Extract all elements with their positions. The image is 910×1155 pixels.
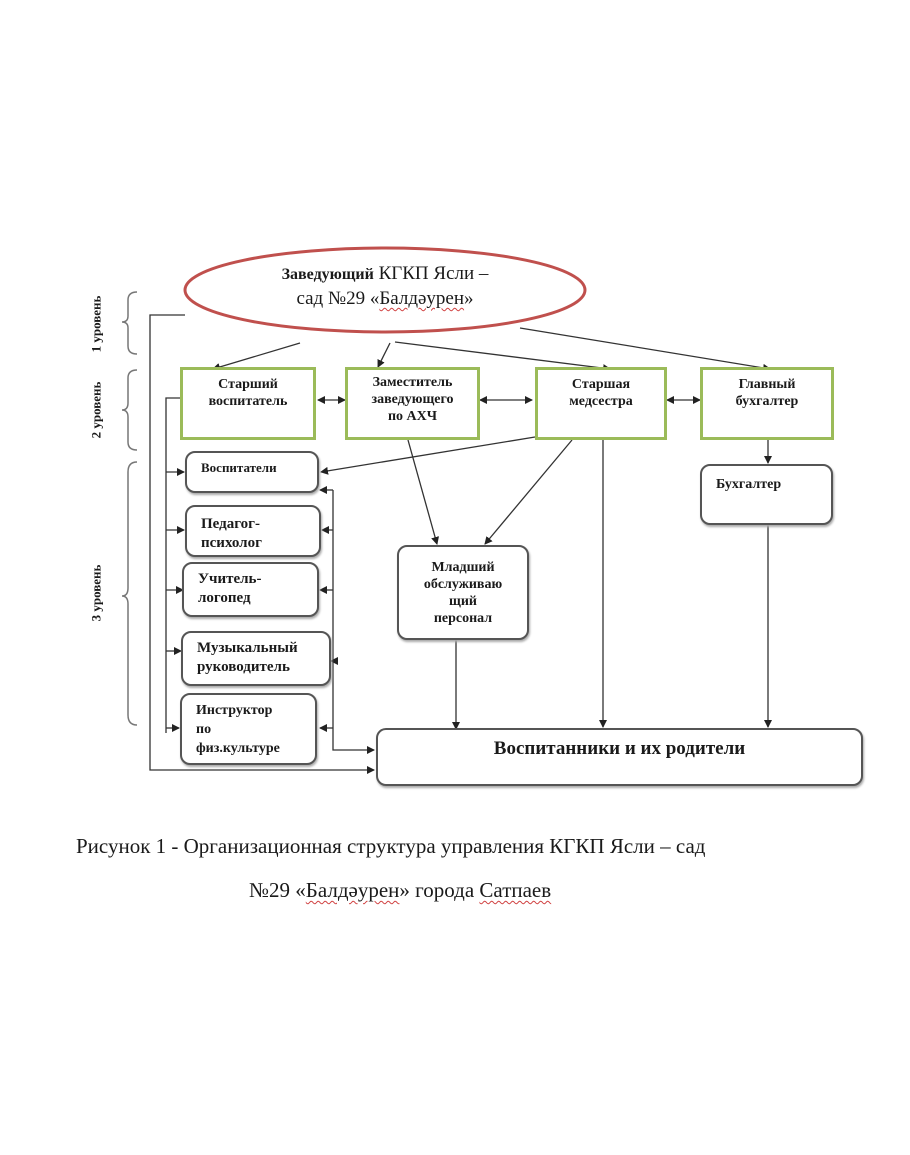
- node-line: персонал: [433, 611, 493, 626]
- head-line2-name: Балдәурен: [379, 288, 465, 309]
- caption-part: » города: [399, 878, 480, 902]
- arrow-nurse-to-educators: [320, 436, 536, 475]
- node-junior-staff: Младший обслуживаю щий персонал: [397, 545, 529, 640]
- node-pe-instructor: Инструктор по физ.культуре: [180, 693, 317, 765]
- bus-right: [332, 490, 375, 754]
- bus-senior-educator: [165, 397, 180, 733]
- node-chief-accountant: Главный бухгалтер: [700, 367, 834, 440]
- level1-brace: [121, 291, 138, 355]
- node-line: психолог: [201, 535, 262, 551]
- node-deputy-head: Заместитель заведующего по АХЧ: [345, 367, 480, 440]
- node-accountant: Бухгалтер: [700, 464, 833, 525]
- node-line: руководитель: [197, 659, 290, 675]
- node-line: Музыкальный: [197, 640, 298, 656]
- node-line: Младший: [431, 560, 495, 575]
- node-line: Педагог-: [201, 516, 260, 532]
- node-line: медсестра: [569, 394, 633, 409]
- caption-part: №29 «: [249, 878, 306, 902]
- node-senior-educator: Старший воспитатель: [180, 367, 316, 440]
- node-line: Заместитель: [372, 375, 453, 390]
- node-line: логопед: [198, 590, 251, 606]
- node-line: Воспитатели: [201, 460, 277, 475]
- node-line: Старший: [218, 377, 278, 392]
- node-psychologist: Педагог- психолог: [185, 505, 321, 557]
- level-1-label: 1 уровень: [88, 295, 104, 353]
- node-speech-therapist: Учитель- логопед: [182, 562, 319, 617]
- node-line: бухгалтер: [735, 394, 799, 409]
- node-line: Старшая: [571, 377, 631, 392]
- arrow-nurse-to-junior: [484, 439, 573, 545]
- level-2-label: 2 уровень: [88, 381, 104, 439]
- head-title-rest: КГКП Ясли –: [373, 263, 489, 284]
- node-line: обслуживаю: [423, 577, 503, 592]
- head-title-bold: Заведующий: [281, 266, 374, 283]
- level2-brace: [121, 369, 138, 451]
- node-head-nurse: Старшая медсестра: [535, 367, 667, 440]
- caption-name: Балдәурен: [305, 878, 400, 902]
- node-line: воспитатель: [208, 394, 288, 409]
- head-node: Заведующий КГКП Ясли – сад №29 «Балдәуре…: [185, 262, 585, 311]
- figure-caption-line2: №29 «Балдәурен» города Сатпаев: [249, 878, 551, 903]
- figure-caption-line1: Рисунок 1 - Организационная структура уп…: [76, 834, 706, 858]
- node-line: заведующего: [371, 392, 454, 407]
- node-line: Бухгалтер: [716, 477, 782, 492]
- caption-city: Сатпаев: [479, 878, 552, 902]
- node-line: Инструктор: [196, 703, 273, 718]
- node-educators: Воспитатели: [185, 451, 319, 493]
- arrow-head-to-accountant: [519, 327, 771, 372]
- node-line: по АХЧ: [387, 409, 438, 424]
- arrow-head-to-deputy: [377, 342, 391, 368]
- level-3-label: 3 уровень: [88, 564, 104, 622]
- level3-brace: [121, 461, 138, 726]
- node-line: физ.культуре: [196, 741, 280, 756]
- node-music-director: Музыкальный руководитель: [181, 631, 331, 686]
- node-line: Воспитанники и их родители: [493, 738, 746, 759]
- node-line: Учитель-: [198, 571, 262, 587]
- arrow-deputy-to-junior: [407, 439, 439, 545]
- node-line: Главный: [738, 377, 796, 392]
- line-head-to-pupils: [149, 314, 375, 774]
- head-line2-pre: сад №29 «: [296, 288, 380, 309]
- arrow-head-to-nurse: [394, 341, 611, 373]
- arrow-head-to-senior-educator: [212, 342, 301, 371]
- node-line: щий: [449, 594, 477, 609]
- node-pupils-parents: Воспитанники и их родители: [376, 728, 863, 786]
- head-ellipse: [183, 246, 587, 334]
- head-line2-post: »: [464, 288, 474, 309]
- node-line: по: [196, 722, 212, 737]
